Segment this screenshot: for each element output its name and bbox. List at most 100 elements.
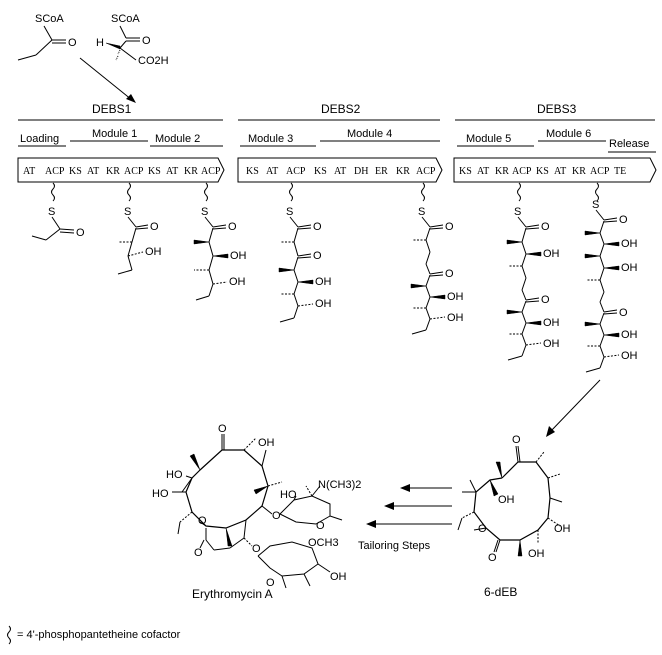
hydroxyl-label: OH: [621, 262, 638, 274]
cofactor-tethers: [51, 182, 599, 202]
domain-ks: KS: [536, 166, 549, 177]
release-label: Release: [609, 138, 649, 150]
domain-acp: ACP: [124, 166, 144, 177]
hydroxyl-label: OH: [315, 276, 332, 288]
domain-ks: KS: [314, 166, 327, 177]
oxygen-label: O: [272, 510, 281, 522]
debs1-label: DEBS1: [92, 102, 132, 116]
loading-module-label: Loading: [20, 133, 59, 145]
6-deb-structure: O OH OH OH O O 6-dEB: [457, 434, 571, 599]
footnote: = 4'-phosphopantetheine cofactor: [7, 625, 181, 645]
oxygen-label: O: [445, 221, 454, 233]
oxygen-label: O: [512, 434, 521, 446]
hydroxyl-label: OH: [230, 250, 247, 262]
sulfur-label: S: [286, 206, 293, 218]
intermediate-module2: S O OH OH: [193, 206, 247, 301]
domain-acp: ACP: [286, 166, 306, 177]
domain-at: AT: [477, 166, 489, 177]
oxygen-label: O: [198, 515, 207, 527]
release-arrow: [546, 379, 601, 437]
sulfur-label: S: [48, 206, 55, 218]
sulfur-label: S: [418, 206, 425, 218]
oxygen-label: O: [76, 227, 85, 239]
dimethylamino-label: N(CH3)2: [318, 479, 361, 491]
oxygen-label: O: [150, 221, 159, 233]
module4-label: Module 4: [347, 128, 392, 140]
erythromycin-a-structure: O HO HO OH O O O O HO N(CH3)2 O: [152, 423, 361, 601]
propionyl-scoa-label: SCoA: [35, 13, 64, 25]
sulfur-label: S: [592, 199, 599, 211]
domain-at: AT: [334, 166, 346, 177]
domain-acp: ACP: [512, 166, 532, 177]
erythromycin-a-label: Erythromycin A: [192, 587, 273, 601]
hydroxyl-label: OH: [543, 338, 560, 350]
propionyl-coa-structure: SCoA O: [17, 13, 77, 61]
hydroxyl-label: OH: [554, 523, 571, 535]
starter-arrow: [79, 57, 136, 103]
oxygen-label: O: [228, 221, 237, 233]
hydroxyl-label: OH: [315, 298, 332, 310]
domain-kr: KR: [184, 166, 198, 177]
sulfur-label: S: [201, 206, 208, 218]
hydroxyl-label: OH: [145, 246, 162, 258]
hydroxyl-label: OH: [330, 571, 347, 583]
domain-acp: ACP: [45, 166, 65, 177]
hydroxyl-label: OH: [621, 238, 638, 250]
domain-kr: KR: [396, 166, 410, 177]
intermediate-module3: S O O OH OH: [278, 206, 332, 323]
domain-er: ER: [375, 166, 388, 177]
oxygen-label: O: [619, 214, 628, 226]
module1-label: Module 1: [92, 128, 137, 140]
domain-acp: ACP: [590, 166, 610, 177]
module5-label: Module 5: [466, 133, 511, 145]
oxygen-label: O: [218, 423, 227, 435]
methylmalonyl-o-label: O: [142, 35, 151, 47]
oxygen-label: O: [445, 268, 454, 280]
domain-kr: KR: [106, 166, 120, 177]
methylmalonyl-scoa-label: SCoA: [111, 13, 140, 25]
module6-label: Module 6: [546, 128, 591, 140]
debs2-domain-box: [237, 157, 443, 183]
hydroxyl-label: HO: [280, 489, 297, 501]
hydroxyl-label: OH: [258, 437, 275, 449]
oxygen-label: O: [194, 547, 203, 559]
domain-acp: ACP: [201, 166, 221, 177]
domain-kr: KR: [495, 166, 509, 177]
domain-at: AT: [87, 166, 99, 177]
h-atom-label: H: [96, 37, 104, 49]
domain-kr: KR: [572, 166, 586, 177]
sulfur-label: S: [124, 206, 131, 218]
oxygen-label: O: [619, 307, 628, 319]
6-deb-label: 6-dEB: [484, 585, 517, 599]
tailoring-steps-label: Tailoring Steps: [358, 540, 431, 552]
domain-ks: KS: [459, 166, 472, 177]
hydroxyl-label: OH: [543, 248, 560, 260]
domain-ks: KS: [246, 166, 259, 177]
intermediate-loading: S O: [31, 206, 85, 241]
hydroxyl-label: OH: [447, 291, 464, 303]
oxygen-label: O: [313, 221, 322, 233]
sulfur-label: S: [514, 206, 521, 218]
domain-dh: DH: [354, 166, 368, 177]
oxygen-label: O: [478, 523, 487, 535]
tailoring-arrows: Tailoring Steps: [358, 484, 452, 552]
domain-te: TE: [614, 166, 626, 177]
hydroxyl-label: OH: [447, 312, 464, 324]
oxygen-label: O: [541, 221, 550, 233]
hydroxyl-label: OH: [543, 317, 560, 329]
hydroxyl-label: HO: [166, 469, 183, 481]
intermediate-module6: S O OH OH O OH OH: [584, 199, 638, 373]
oxygen-label: O: [488, 552, 497, 564]
module3-label: Module 3: [248, 133, 293, 145]
intermediate-module1: S O OH: [117, 206, 162, 275]
debs3-domain-box: [453, 157, 657, 183]
hydroxyl-label: OH: [528, 548, 545, 560]
hydroxyl-label: OH: [621, 329, 638, 341]
oxygen-label: O: [313, 250, 322, 262]
domain-at: AT: [554, 166, 566, 177]
domain-at: AT: [266, 166, 278, 177]
methylmalonyl-coa-structure: SCoA O H CO2H: [96, 13, 169, 67]
hydroxyl-label: OH: [621, 350, 638, 362]
domain-ks: KS: [148, 166, 161, 177]
